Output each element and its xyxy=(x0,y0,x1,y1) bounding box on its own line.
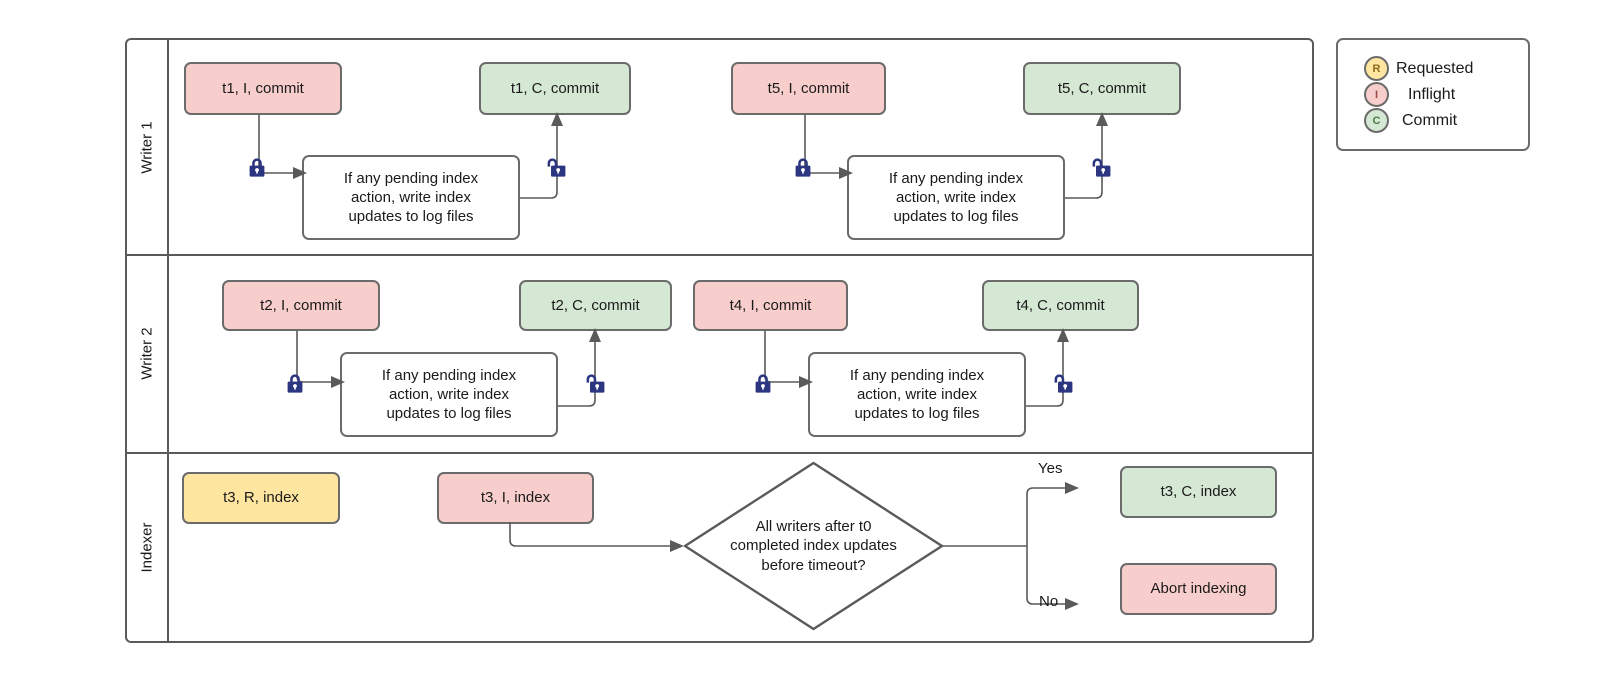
index-action-line-3: updates to log files xyxy=(386,405,512,423)
node-t4-inflight[interactable]: t4, I, commit xyxy=(693,280,848,331)
legend-label-requested: Requested xyxy=(1396,59,1474,77)
node-label: t3, C, index xyxy=(1160,483,1237,501)
node-label: t1, I, commit xyxy=(222,79,304,97)
lock-open-icon-w2-a xyxy=(585,373,605,394)
node-label: t4, C, commit xyxy=(1016,296,1105,314)
node-label: t3, I, index xyxy=(480,489,551,507)
no-text: No xyxy=(1039,593,1059,610)
lane-label-writer-2: Writer 2 xyxy=(138,326,156,380)
legend-panel: R Requested I Inflight C Commit xyxy=(1336,38,1530,151)
connector-action-to-t4-commit xyxy=(1026,328,1069,407)
index-action-line-2: action, write index xyxy=(350,188,472,206)
lock-closed-icon-w2-a xyxy=(285,373,305,394)
legend-label-inflight: Inflight xyxy=(1408,85,1456,103)
swimlane-frame: Writer 1 Writer 2 Indexer t1, I, commit … xyxy=(125,38,1314,643)
lane-label-indexer: Indexer xyxy=(138,522,156,573)
edge-label-no: No xyxy=(1039,593,1058,610)
connector-t4-inflight-to-action xyxy=(764,331,813,388)
lane-separator-1 xyxy=(127,254,1312,256)
node-index-action-w2-a[interactable]: If any pending index action, write index… xyxy=(340,352,558,437)
legend-label-commit: Commit xyxy=(1402,111,1458,129)
decision-diamond[interactable]: All writers after t0 completed index upd… xyxy=(682,460,945,632)
node-abort-indexing[interactable]: Abort indexing xyxy=(1120,563,1277,615)
node-label: Abort indexing xyxy=(1150,580,1247,598)
legend-item-inflight: I Inflight xyxy=(1364,82,1528,108)
index-action-line-1: If any pending index xyxy=(381,366,517,384)
connector-decision-branches xyxy=(942,482,1079,610)
lane-header-writer-1: Writer 1 xyxy=(127,40,169,254)
index-action-line-3: updates to log files xyxy=(854,405,980,423)
yes-text: Yes xyxy=(1038,460,1063,477)
lane-header-writer-2: Writer 2 xyxy=(127,254,169,452)
index-action-line-2: action, write index xyxy=(895,188,1017,206)
lock-closed-icon-w1-b xyxy=(793,157,813,178)
node-t3-inflight[interactable]: t3, I, index xyxy=(437,472,594,524)
legend-badge-letter: C xyxy=(1372,114,1381,127)
connector-action-to-t1-commit xyxy=(520,112,563,199)
edge-label-yes: Yes xyxy=(1038,460,1062,477)
node-t3-commit[interactable]: t3, C, index xyxy=(1120,466,1277,518)
node-label: t5, C, commit xyxy=(1057,79,1147,97)
index-action-line-3: updates to log files xyxy=(893,208,1019,226)
legend-item-requested: R Requested xyxy=(1364,56,1528,82)
node-index-action-w1-a[interactable]: If any pending index action, write index… xyxy=(302,155,520,240)
legend-badge-commit-icon: C xyxy=(1364,108,1389,133)
lock-closed-icon-w1-a xyxy=(247,157,267,178)
legend-badge-letter: R xyxy=(1372,62,1381,75)
lane-label-writer-1: Writer 1 xyxy=(138,120,156,174)
node-label: t5, I, commit xyxy=(767,79,850,97)
node-t5-inflight[interactable]: t5, I, commit xyxy=(731,62,886,115)
index-action-line-2: action, write index xyxy=(388,385,510,403)
lock-closed-icon-w2-b xyxy=(753,373,773,394)
index-action-line-3: updates to log files xyxy=(348,208,474,226)
node-t5-commit[interactable]: t5, C, commit xyxy=(1023,62,1181,115)
connector-t3-inflight-to-decision xyxy=(509,522,684,552)
index-action-line-1: If any pending index xyxy=(849,366,985,384)
legend-badge-inflight-icon: I xyxy=(1364,82,1389,107)
node-t1-commit[interactable]: t1, C, commit xyxy=(479,62,631,115)
legend-item-commit: C Commit xyxy=(1364,108,1528,134)
node-t4-commit[interactable]: t4, C, commit xyxy=(982,280,1139,331)
connector-action-to-t5-commit xyxy=(1065,112,1108,199)
index-action-line-1: If any pending index xyxy=(343,169,479,187)
lock-open-icon-w1-a xyxy=(546,157,566,178)
node-label: t3, R, index xyxy=(223,489,299,507)
index-action-line-1: If any pending index xyxy=(888,169,1024,187)
node-t2-commit[interactable]: t2, C, commit xyxy=(519,280,672,331)
lock-open-icon-w1-b xyxy=(1091,157,1111,178)
lane-header-indexer: Indexer xyxy=(127,452,169,643)
node-label: t4, I, commit xyxy=(729,296,812,314)
lock-open-icon-w2-b xyxy=(1053,373,1073,394)
node-t1-inflight[interactable]: t1, I, commit xyxy=(184,62,342,115)
legend-badge-letter: I xyxy=(1374,88,1379,101)
index-action-line-2: action, write index xyxy=(856,385,978,403)
node-index-action-w1-b[interactable]: If any pending index action, write index… xyxy=(847,155,1065,240)
lane-separator-2 xyxy=(127,452,1312,454)
node-t3-requested[interactable]: t3, R, index xyxy=(182,472,340,524)
connector-action-to-t2-commit xyxy=(558,328,601,407)
node-label: t1, C, commit xyxy=(510,79,600,97)
node-label: t2, I, commit xyxy=(260,296,342,314)
connector-t2-inflight-to-action xyxy=(296,331,345,388)
node-index-action-w2-b[interactable]: If any pending index action, write index… xyxy=(808,352,1026,437)
node-t2-inflight[interactable]: t2, I, commit xyxy=(222,280,380,331)
legend-badge-requested-icon: R xyxy=(1364,56,1389,81)
node-label: t2, C, commit xyxy=(551,296,640,314)
